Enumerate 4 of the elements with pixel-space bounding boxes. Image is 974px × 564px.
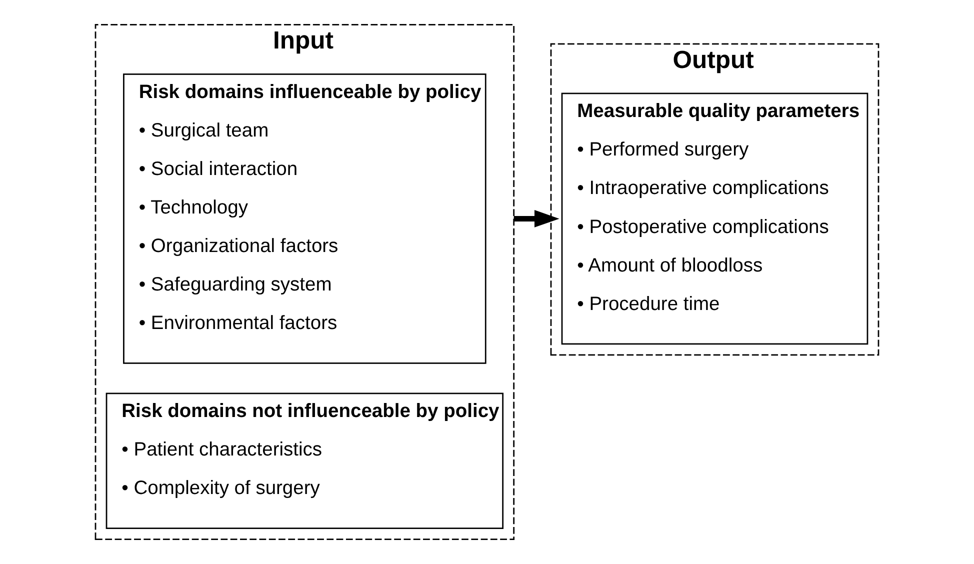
arrow [514, 210, 560, 228]
node-box: Measurable quality parameters • Performed surgery • Intraoperative complications • Postoperative complications • Amount of bloodloss • Procedure time [561, 92, 868, 345]
node-box: Risk domains influenceable by policy • Surgical team • Social interaction • Technology • Organizational factors • Safeguarding system • Environmental factors [123, 74, 486, 364]
node-box: Risk domains not influenceable by policy • Patient characteristics • Complexity of surgery [106, 392, 504, 529]
